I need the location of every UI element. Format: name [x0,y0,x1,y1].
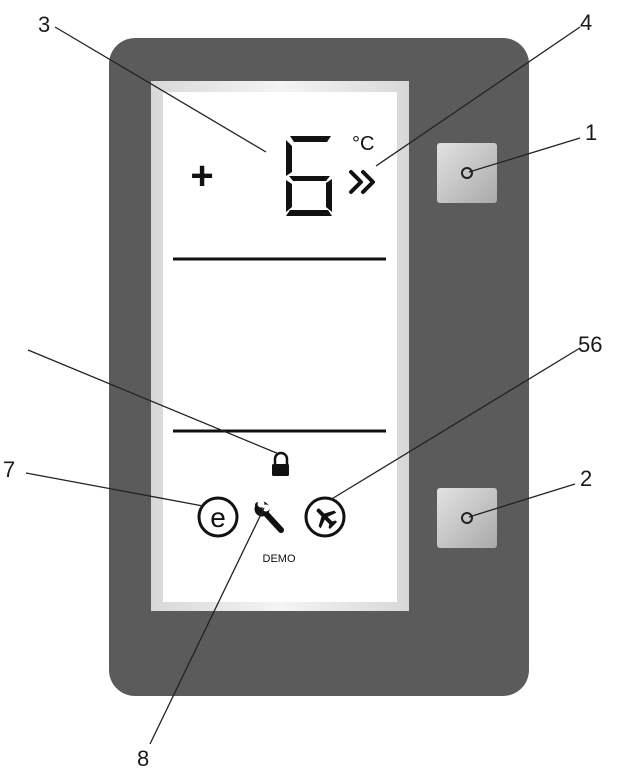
airplane-icon [304,496,346,538]
svg-text:e: e [210,502,226,533]
demo-label: DEMO [263,553,296,565]
callout-3: 3 [38,12,50,37]
callout-2: 2 [580,466,592,491]
callout-4: 4 [580,10,592,35]
button-2[interactable] [437,488,497,548]
wrench-icon [254,500,284,533]
sign-plus: + [190,154,213,198]
temperature-digit [286,136,332,216]
callout-1: 1 [585,120,597,145]
padlock-icon [272,451,289,476]
button-1[interactable] [437,143,497,203]
callout-7: 7 [3,457,15,482]
double-chevron-right-icon [349,170,375,194]
leader-lines [25,26,581,745]
callout-8: 8 [137,746,149,768]
eco-e-icon: e [197,496,239,538]
unit-label: °C [352,133,374,155]
callout-56: 56 [578,332,602,357]
